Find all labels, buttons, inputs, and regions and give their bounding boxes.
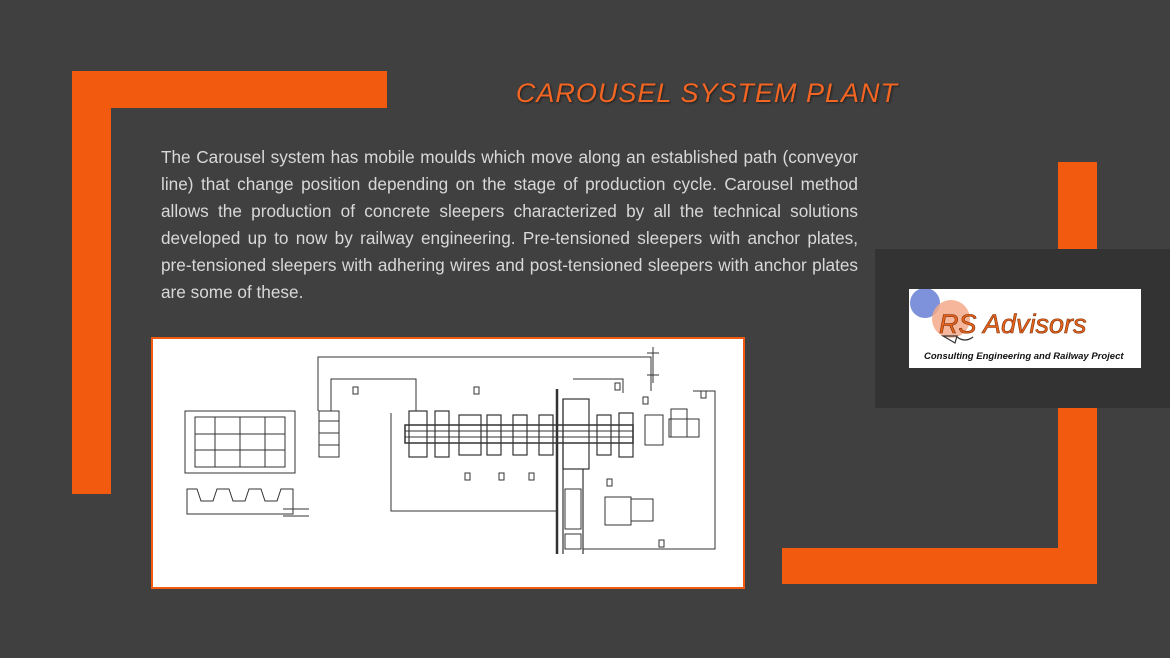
logo-name: RS Advisors [939,309,1087,339]
top-left-bracket-horizontal [72,71,387,108]
logo-graphic: RS Advisors Consulting Engineering and R… [910,288,1124,362]
bottom-right-bracket-horizontal [782,548,1097,584]
carousel-plant-diagram [151,337,745,589]
top-left-bracket-vertical [72,71,111,494]
slide-title: CAROUSEL SYSTEM PLANT [515,78,898,108]
company-logo: RS Advisors Consulting Engineering and R… [909,288,1141,368]
logo-tagline: Consulting Engineering and Railway Proje… [924,351,1124,362]
plant-layout-drawing [184,347,716,554]
slide-body-text: The Carousel system has mobile moulds wh… [161,147,858,302]
